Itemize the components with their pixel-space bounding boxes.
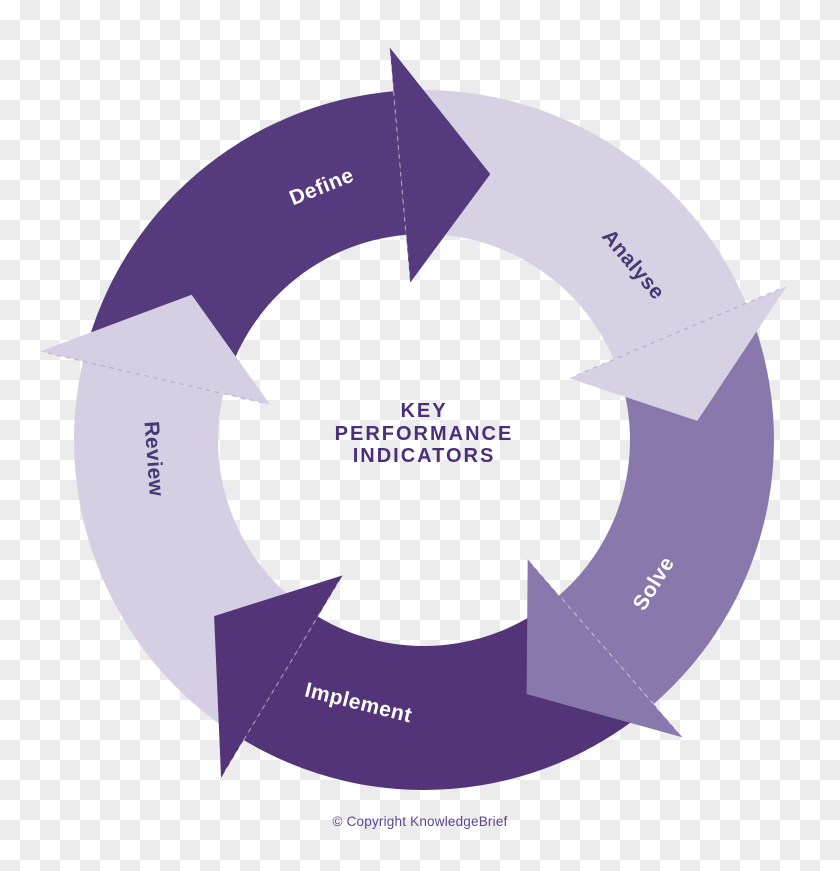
- center-title-line-1: KEY: [400, 400, 448, 422]
- arrow-head-analyse: [569, 286, 787, 421]
- arrow-head-seam-solve: [532, 564, 678, 732]
- arrow-head-seam-implement: [224, 581, 340, 772]
- arrow-head-review: [40, 294, 270, 405]
- arrow-head-seam-define: [389, 55, 411, 275]
- arrow-body-analyse: [399, 90, 747, 360]
- arrow-head-implement: [214, 575, 343, 778]
- diagram-center-title: KEY PERFORMANCE INDICATORS: [4, 400, 840, 468]
- arrow-head-seam-analyse: [576, 288, 780, 376]
- arrow-head-define: [389, 47, 491, 283]
- center-title-line-2: PERFORMANCE: [334, 422, 514, 445]
- arrow-head-solve: [526, 559, 683, 738]
- arrow-head-seam-review: [47, 352, 263, 404]
- center-title-line-3: INDICATORS: [352, 445, 496, 467]
- arrow-label-review: Review: [140, 421, 168, 498]
- arrow-body-solve: [559, 308, 774, 705]
- copyright-text: © Copyright KnowledgeBrief: [332, 814, 508, 829]
